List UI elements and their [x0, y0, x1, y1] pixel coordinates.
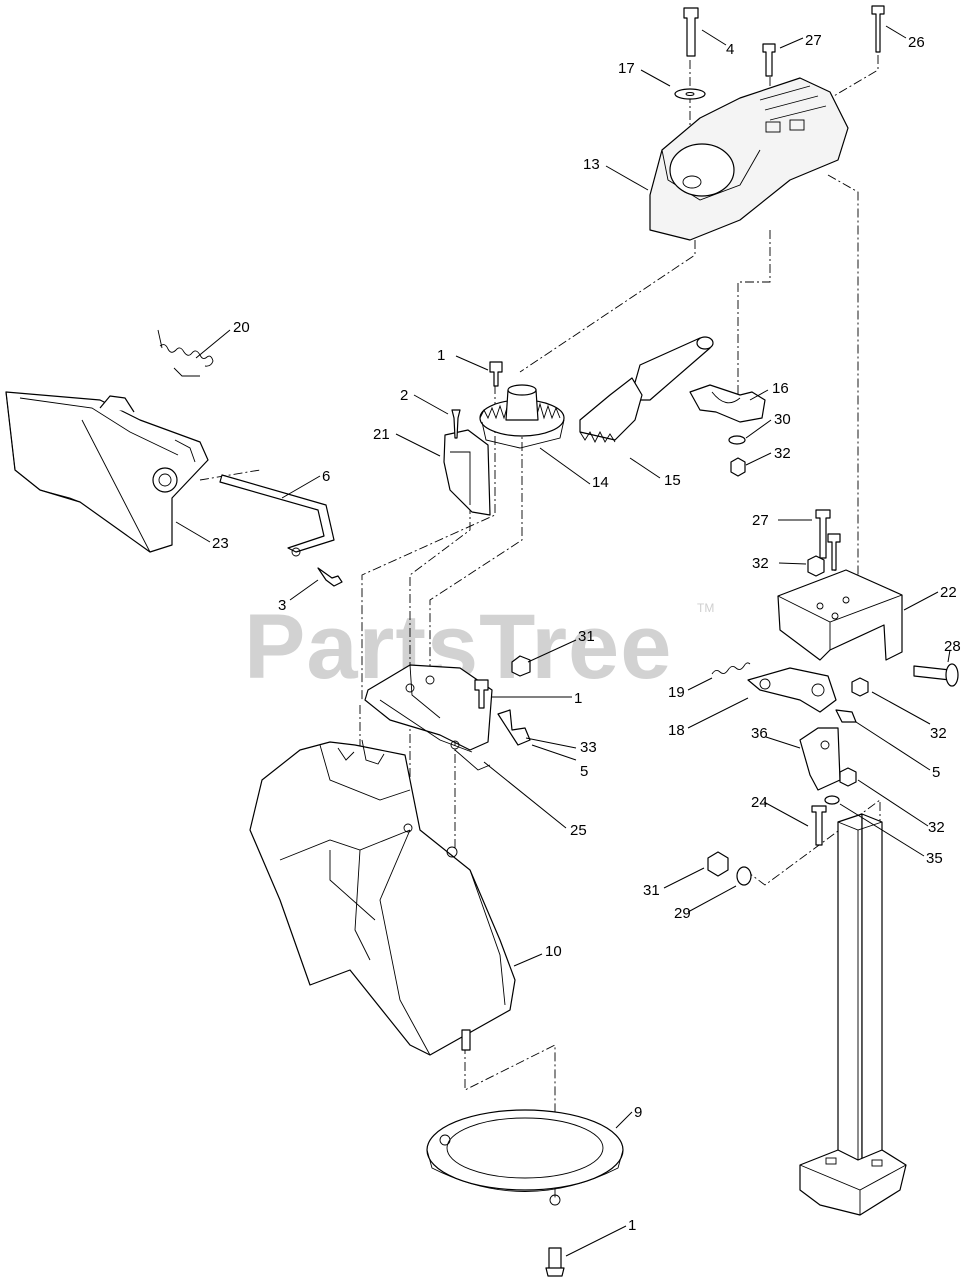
mount-bracket-22[interactable] — [777, 569, 903, 661]
callout-23: 23 — [212, 535, 229, 552]
callout-3: 3 — [278, 597, 286, 614]
lower-chute[interactable] — [249, 739, 516, 1056]
callout-32: 32 — [752, 555, 769, 572]
callout-27: 27 — [752, 512, 769, 529]
nut-32c[interactable] — [851, 677, 869, 697]
callout-32: 32 — [928, 819, 945, 836]
nut-32b[interactable] — [807, 555, 825, 577]
chute-head-housing[interactable] — [649, 77, 849, 241]
nut-32a[interactable] — [730, 457, 746, 477]
bracket-36[interactable] — [799, 727, 841, 791]
spring-19[interactable] — [711, 662, 751, 675]
bracket-16[interactable] — [689, 384, 766, 423]
chute-deflector[interactable] — [5, 391, 209, 553]
callout-31: 31 — [578, 628, 595, 645]
callout-29: 29 — [674, 905, 691, 922]
bolt-mid[interactable] — [474, 679, 489, 709]
callout-35: 35 — [926, 850, 943, 867]
callout-1: 1 — [628, 1217, 636, 1234]
callout-24: 24 — [751, 794, 768, 811]
watermark-trademark: TM — [697, 601, 714, 615]
callout-32: 32 — [930, 725, 947, 742]
washer-29[interactable] — [736, 866, 752, 886]
callout-13: 13 — [583, 156, 600, 173]
callout-26: 26 — [908, 34, 925, 51]
bolt-top[interactable] — [489, 361, 503, 387]
callout-labels: 4 27 26 17 13 20 1 2 21 16 30 32 14 15 6… — [212, 32, 961, 1234]
bolt-24[interactable] — [811, 805, 827, 846]
clip-33[interactable] — [497, 709, 531, 746]
gear-cover[interactable] — [443, 429, 491, 516]
bolt-27b[interactable] — [815, 509, 831, 559]
callout-19: 19 — [668, 684, 685, 701]
callout-31: 31 — [643, 882, 660, 899]
callout-6: 6 — [322, 468, 330, 485]
callout-4: 4 — [726, 41, 734, 58]
screw-2[interactable] — [451, 409, 461, 439]
callout-14: 14 — [592, 474, 609, 491]
washer-30[interactable] — [728, 435, 746, 445]
leader-lines — [175, 25, 951, 1257]
callout-9: 9 — [634, 1104, 642, 1121]
callout-5: 5 — [932, 764, 940, 781]
gear[interactable] — [479, 384, 565, 449]
bolt-26[interactable] — [871, 5, 885, 53]
callout-2: 2 — [400, 387, 408, 404]
spring[interactable] — [157, 329, 214, 377]
deflector-rod[interactable] — [219, 474, 335, 557]
callout-36: 36 — [751, 725, 768, 742]
nut-31a[interactable] — [511, 655, 531, 677]
callout-28: 28 — [944, 638, 961, 655]
washer-17[interactable] — [674, 88, 706, 100]
chute-crank[interactable] — [579, 336, 714, 444]
washer-35[interactable] — [824, 795, 840, 805]
callout-1: 1 — [574, 690, 582, 707]
chute-bracket[interactable] — [364, 664, 493, 771]
bolt-27c[interactable] — [827, 533, 841, 571]
bolt-bottom[interactable] — [545, 1247, 565, 1277]
nut-32d[interactable] — [839, 767, 857, 787]
bolt-27a[interactable] — [762, 43, 776, 77]
chute-mast-tube[interactable] — [799, 813, 907, 1216]
callout-1: 1 — [437, 347, 445, 364]
lever-18[interactable] — [747, 667, 837, 713]
callout-22: 22 — [940, 584, 957, 601]
callout-20: 20 — [233, 319, 250, 336]
bolt-4[interactable] — [683, 7, 699, 57]
callout-21: 21 — [373, 426, 390, 443]
callout-25: 25 — [570, 822, 587, 839]
callout-17: 17 — [618, 60, 635, 77]
bolt-3[interactable] — [317, 567, 343, 587]
callout-30: 30 — [774, 411, 791, 428]
callout-33: 33 — [580, 739, 597, 756]
clip-5b[interactable] — [835, 709, 857, 723]
callout-18: 18 — [668, 722, 685, 739]
callout-5: 5 — [580, 763, 588, 780]
pin-28[interactable] — [913, 663, 959, 687]
callout-32: 32 — [774, 445, 791, 462]
callout-27: 27 — [805, 32, 822, 49]
callout-16: 16 — [772, 380, 789, 397]
nut-31b[interactable] — [707, 851, 729, 877]
callout-10: 10 — [545, 943, 562, 960]
chute-ring[interactable] — [426, 1109, 624, 1206]
callout-15: 15 — [664, 472, 681, 489]
